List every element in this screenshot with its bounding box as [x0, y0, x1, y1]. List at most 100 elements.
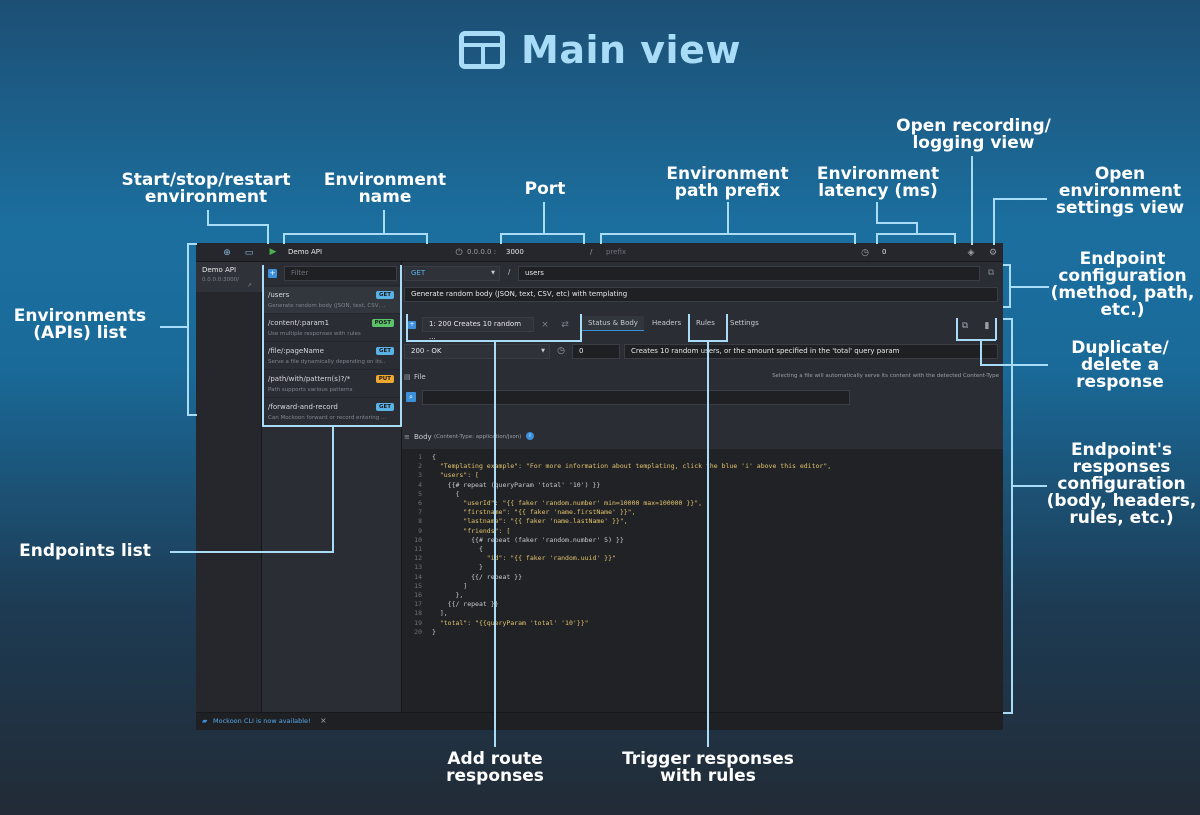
route-item[interactable]: /forward-and-record Can Mockoon forward …: [262, 399, 402, 426]
route-item[interactable]: /path/with/pattern(s)?/* Path supports v…: [262, 371, 402, 398]
add-environment-icon[interactable]: ⊕: [223, 248, 231, 258]
line-number: 18: [414, 609, 422, 618]
clock-icon: ◷: [861, 248, 869, 258]
toolbar: ⊕ ▭ ▶ Demo API ⏻ 0.0.0.0 : 3000 / prefix…: [196, 243, 1003, 262]
delete-icon[interactable]: ▮: [984, 321, 990, 331]
code-line: 20}: [402, 628, 1003, 637]
annotation-recording: Open recording/ logging view: [896, 116, 1051, 153]
open-folder-icon[interactable]: ▭: [244, 248, 254, 258]
code-text: "total": "{{queryParam 'total' '10'}}": [432, 618, 589, 627]
prefix-input[interactable]: prefix: [606, 248, 627, 256]
code-text: "friends": [: [432, 526, 511, 535]
code-line: 1{: [402, 453, 1003, 462]
code-line: 7 "firstname": "{{ faker 'name.firstName…: [402, 508, 1003, 517]
environment-name-field[interactable]: Demo API: [288, 248, 323, 256]
line-number: 10: [414, 535, 422, 544]
logging-view-icon[interactable]: ◈: [967, 248, 975, 258]
code-line: 19 "total": "{{queryParam 'total' '10'}}…: [402, 619, 1003, 628]
code-text: "users": [: [432, 471, 479, 480]
code-line: 11 {: [402, 545, 1003, 554]
method-select[interactable]: GET ▼: [404, 266, 500, 281]
filter-row: + Filter: [262, 262, 402, 286]
close-icon[interactable]: ×: [320, 716, 327, 725]
method-value: GET: [411, 269, 426, 277]
duplicate-icon[interactable]: ⧉: [961, 321, 969, 331]
line-number: 7: [418, 508, 422, 517]
line-number: 19: [414, 618, 422, 627]
code-line: 17 {{/ repeat }}: [402, 600, 1003, 609]
tab-settings[interactable]: Settings: [730, 319, 759, 327]
annotation-endpoint-config: Endpoint configuration (method, path, et…: [1050, 249, 1195, 320]
route-item-description: Path supports various patterns: [268, 387, 353, 393]
status-select[interactable]: 200 - OK ▼: [404, 344, 550, 359]
file-icon: ▤: [404, 373, 411, 381]
line-number: 6: [418, 499, 422, 507]
code-line: 14 {{/ repeat }}: [402, 573, 1003, 582]
close-icon[interactable]: ×: [541, 320, 549, 330]
code-line: 6 "userId": "{{ faker 'random.number' mi…: [402, 499, 1003, 508]
path-input[interactable]: users: [518, 266, 980, 281]
add-route-button[interactable]: +: [268, 269, 277, 278]
response-description-input[interactable]: Creates 10 random users, or the amount s…: [624, 344, 998, 359]
code-text: {{/ repeat }}: [432, 600, 499, 609]
route-item[interactable]: /content/:param1 Use multiple responses …: [262, 315, 402, 342]
code-text: },: [432, 591, 464, 599]
filter-input[interactable]: Filter: [284, 266, 397, 281]
code-text: {{# repeat (faker 'random.number' 5) }}: [432, 535, 624, 544]
tab-status-body[interactable]: Status & Body: [582, 316, 644, 331]
endpoints-list: + Filter /users Generate random body (JS…: [262, 262, 402, 712]
method-badge: POST: [371, 319, 394, 327]
route-item-description: Use multiple responses with rules: [268, 331, 361, 337]
route-description-input[interactable]: Generate random body (JSON, text, CSV, e…: [404, 287, 998, 302]
environment-item[interactable]: Demo API 0.0.0.0:3000/ ↗: [196, 262, 262, 292]
footer-message[interactable]: Mockoon CLI is now available!: [213, 717, 311, 725]
add-response-button[interactable]: +: [408, 321, 416, 329]
tab-rules[interactable]: Rules: [696, 319, 715, 327]
path-separator: /: [508, 268, 511, 276]
annotation-settings: Open environment settings view: [1055, 164, 1185, 218]
code-line: 10 {{# repeat (faker 'random.number' 5) …: [402, 536, 1003, 545]
line-number: 9: [418, 526, 422, 535]
code-line: 9 "friends": [: [402, 527, 1003, 536]
route-item-path: /forward-and-record: [268, 403, 338, 411]
line-number: 4: [418, 480, 422, 489]
code-text: "id": "{{ faker 'random.uuid' }}": [432, 554, 616, 563]
body-editor[interactable]: 1{2 "Templating example": "For more info…: [402, 449, 1003, 712]
body-hint: (Content-Type: application/json): [434, 434, 522, 440]
response-latency-input[interactable]: 0: [572, 344, 620, 359]
chevron-down-icon: ▼: [541, 348, 545, 354]
method-badge: GET: [375, 291, 394, 299]
line-number: 14: [414, 572, 422, 581]
file-search-icon[interactable]: ⌕: [406, 392, 416, 402]
code-line: 13 }: [402, 563, 1003, 572]
page-title-group: Main view: [0, 28, 1200, 72]
annotation-env-name: Environment name: [323, 170, 447, 207]
play-icon[interactable]: ▶: [269, 247, 277, 257]
open-external-icon[interactable]: ⧉: [987, 268, 995, 278]
external-link-icon[interactable]: ↗: [246, 282, 252, 289]
route-item-description: Generate random body (JSON, text, CSV, .…: [268, 303, 386, 309]
response-select-value: 1: 200 Creates 10 random ...: [429, 320, 522, 341]
code-line: 4 {{# repeat (queryParam 'total' '10') }…: [402, 481, 1003, 490]
port-input[interactable]: 3000: [506, 248, 524, 256]
file-hint: Selecting a file will automatically serv…: [772, 373, 999, 379]
route-item[interactable]: /file/:pageName Serve a file dynamically…: [262, 343, 402, 370]
file-path-input[interactable]: [422, 390, 850, 405]
route-item[interactable]: /users Generate random body (JSON, text,…: [262, 287, 402, 314]
tab-headers[interactable]: Headers: [652, 319, 682, 327]
annotation-duplicate: Duplicate/ delete a response: [1071, 338, 1169, 392]
info-icon[interactable]: i: [526, 432, 534, 440]
environments-list: Demo API 0.0.0.0:3000/ ↗: [196, 262, 262, 712]
latency-input[interactable]: 0: [882, 248, 887, 256]
swap-icon[interactable]: ⇄: [561, 320, 569, 330]
plug-icon: ⏻: [455, 248, 463, 258]
annotation-port: Port: [524, 179, 566, 199]
annotation-latency: Environment latency (ms): [816, 164, 940, 201]
code-text: }: [432, 563, 483, 572]
gear-icon[interactable]: ⚙: [988, 248, 998, 258]
code-text: }: [432, 627, 436, 636]
line-number: 1: [418, 453, 422, 461]
response-select[interactable]: 1: 200 Creates 10 random ...: [422, 317, 534, 341]
annotation-env-list: Environments (APIs) list: [13, 306, 147, 343]
code-text: "Templating example": "For more informat…: [432, 462, 832, 471]
